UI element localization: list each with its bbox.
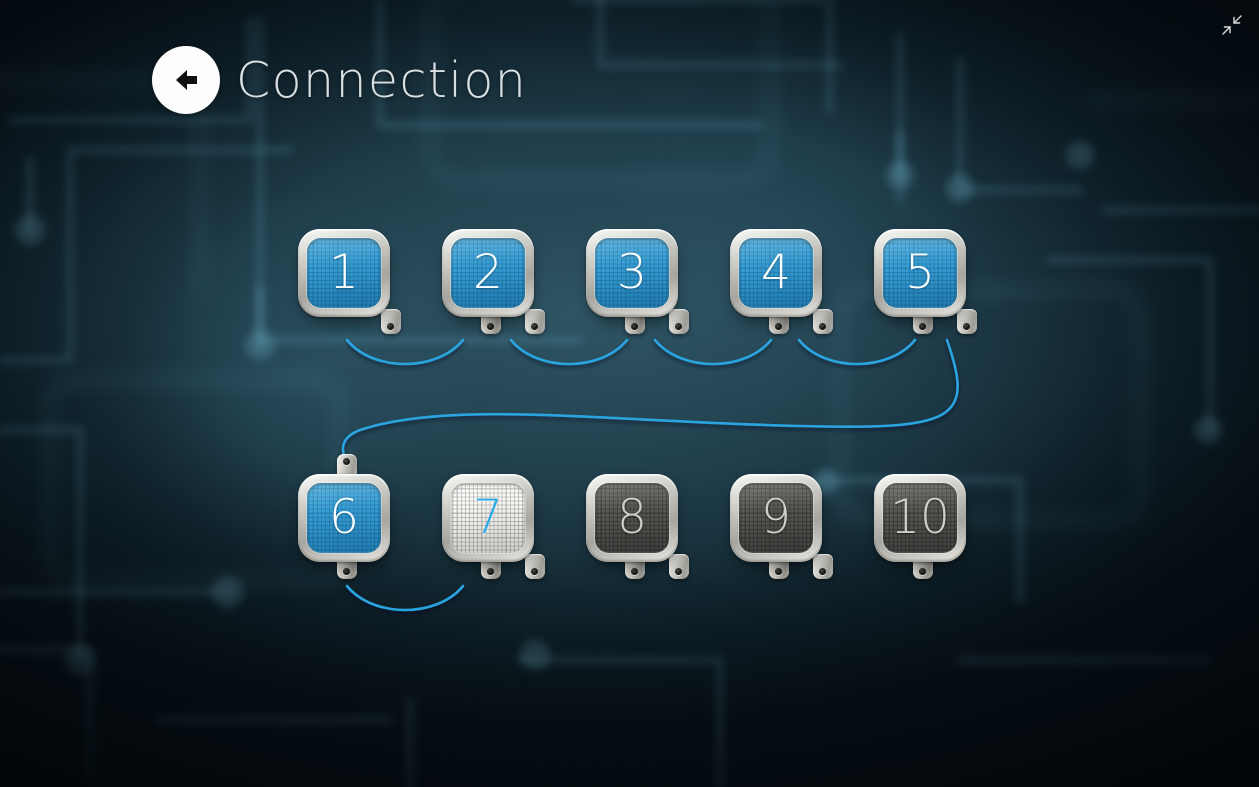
tile-screen-grid — [595, 238, 669, 308]
peg-hole — [531, 323, 538, 330]
tile-screen-gloss — [307, 483, 381, 553]
tile-screen-gloss — [307, 238, 381, 308]
tile-screen-gloss — [739, 483, 813, 553]
level-tile-7[interactable]: 7 — [442, 474, 545, 579]
tile-number-label: 9 — [761, 489, 791, 545]
tile-screen-grid — [451, 483, 525, 553]
peg-hole — [819, 323, 826, 330]
tile-screen-gloss — [883, 483, 957, 553]
tile-screen-gloss — [451, 483, 525, 553]
tile-screen-grid — [451, 238, 525, 308]
tile-screen: 4 — [739, 238, 813, 308]
tile-number-label: 3 — [617, 244, 647, 300]
tile-number-label: 1 — [329, 244, 359, 300]
tile-screen-gloss — [739, 238, 813, 308]
tile-screen: 9 — [739, 483, 813, 553]
peg-hole — [531, 568, 538, 575]
peg-hole — [487, 568, 494, 575]
peg-hole — [775, 568, 782, 575]
peg-hole — [343, 458, 350, 465]
tile-1-peg-bottom-right — [381, 309, 401, 334]
level-tile-9: 9 — [730, 474, 833, 579]
tile-screen-gloss — [595, 483, 669, 553]
tile-number-label: 5 — [905, 244, 935, 300]
peg-hole — [819, 568, 826, 575]
tile-number-label: 10 — [890, 489, 950, 545]
level-tile-1[interactable]: 1 — [298, 229, 401, 334]
peg-hole — [631, 568, 638, 575]
tile-screen-gloss — [451, 238, 525, 308]
level-tile-6[interactable]: 6 — [298, 454, 390, 579]
peg-hole — [919, 323, 926, 330]
level-tile-4[interactable]: 4 — [730, 229, 833, 334]
tile-screen-grid — [883, 483, 957, 553]
peg-hole — [919, 568, 926, 575]
level-tile-2[interactable]: 2 — [442, 229, 545, 334]
page-title: Connection — [236, 51, 528, 109]
peg-hole — [487, 323, 494, 330]
peg-hole — [963, 323, 970, 330]
peg-hole — [675, 568, 682, 575]
peg-hole — [775, 323, 782, 330]
tile-screen: 6 — [307, 483, 381, 553]
tile-9-peg-bottom-right — [813, 554, 833, 579]
tile-screen: 10 — [883, 483, 957, 553]
exit-fullscreen-icon — [1222, 15, 1242, 35]
tile-screen: 8 — [595, 483, 669, 553]
tile-number-label: 7 — [473, 489, 503, 545]
back-arrow-icon — [176, 70, 197, 90]
tile-screen: 7 — [451, 483, 525, 553]
tile-6-peg-top-left — [337, 454, 357, 479]
exit-fullscreen-button[interactable] — [1215, 8, 1249, 42]
tile-screen: 5 — [883, 238, 957, 308]
tile-number-label: 6 — [329, 489, 359, 545]
tile-screen-grid — [883, 238, 957, 308]
tile-screen-grid — [595, 483, 669, 553]
back-button[interactable] — [152, 46, 220, 114]
level-tile-3[interactable]: 3 — [586, 229, 689, 334]
tile-screen: 3 — [595, 238, 669, 308]
tile-screen-grid — [739, 238, 813, 308]
tile-4-peg-bottom-right — [813, 309, 833, 334]
peg-hole — [675, 323, 682, 330]
tile-screen: 1 — [307, 238, 381, 308]
tile-number-label: 8 — [617, 489, 647, 545]
tile-screen-gloss — [883, 238, 957, 308]
tile-screen-grid — [307, 238, 381, 308]
tile-screen-gloss — [595, 238, 669, 308]
peg-hole — [631, 323, 638, 330]
level-tile-8: 8 — [586, 474, 689, 579]
peg-hole — [387, 323, 394, 330]
peg-hole — [343, 568, 350, 575]
tile-screen-grid — [739, 483, 813, 553]
tile-number-label: 4 — [761, 244, 791, 300]
tile-3-peg-bottom-right — [669, 309, 689, 334]
tile-number-label: 2 — [473, 244, 503, 300]
tile-8-peg-bottom-right — [669, 554, 689, 579]
tile-7-peg-bottom-right — [525, 554, 545, 579]
tile-5-peg-bottom-right — [957, 309, 977, 334]
level-tile-5[interactable]: 5 — [874, 229, 977, 334]
level-tile-10: 10 — [874, 474, 966, 579]
screen-header: Connection — [152, 46, 527, 114]
tile-screen: 2 — [451, 238, 525, 308]
tile-screen-grid — [307, 483, 381, 553]
tile-2-peg-bottom-right — [525, 309, 545, 334]
